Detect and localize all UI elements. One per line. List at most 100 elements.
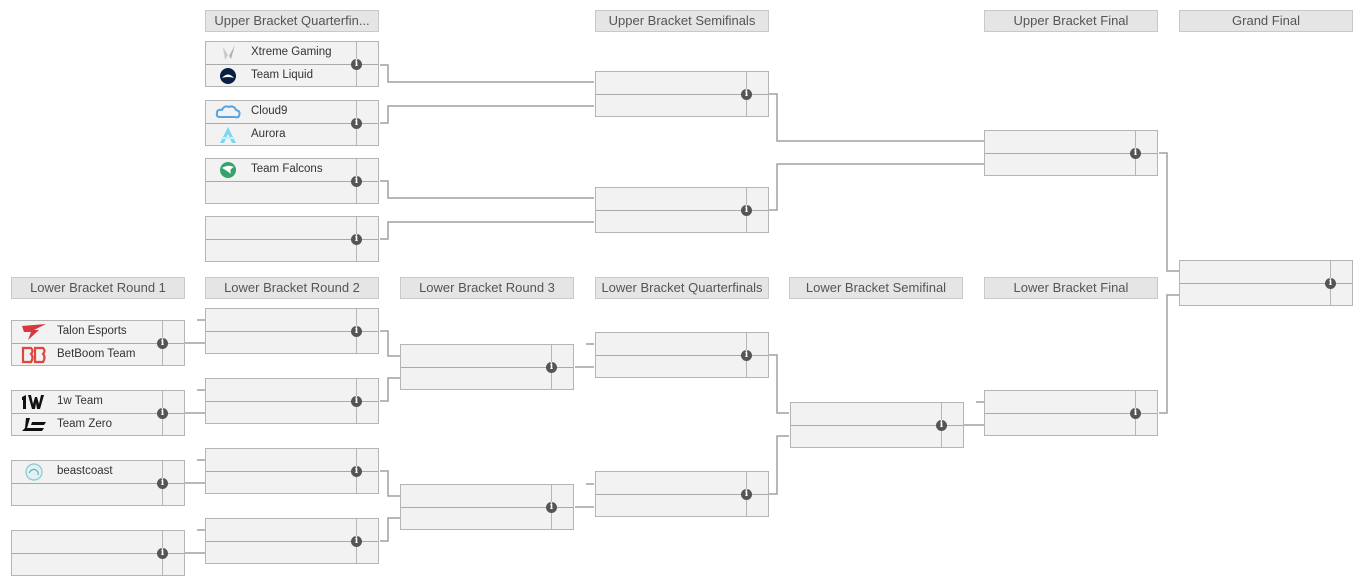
team-slot-empty[interactable] [596,495,746,517]
team-slot[interactable]: Team Zero [12,414,162,436]
aurora-logo [220,127,236,143]
info-icon[interactable]: i [157,548,168,559]
match-upper-qf-4: i [205,216,379,262]
match-lower-qf-1: i [595,332,769,378]
team-slot-empty[interactable] [206,542,356,564]
match-lower-r1-2: 1w Team Team Zero i [11,390,185,436]
team-slot-empty[interactable] [206,449,356,471]
team-slot-empty[interactable] [206,240,356,262]
team-slot-empty[interactable] [596,356,746,378]
info-icon[interactable]: i [351,176,362,187]
info-icon[interactable]: i [741,489,752,500]
round-header-upper-semifinals: Upper Bracket Semifinals [595,10,769,32]
betboom-logo [21,346,46,364]
team-slot-empty[interactable] [985,154,1135,176]
team-slot-empty[interactable] [206,217,356,239]
team-slot-empty[interactable] [206,519,356,541]
team-slot-empty[interactable] [401,368,551,390]
team-slot[interactable]: 1w Team [12,391,162,413]
info-icon[interactable]: i [741,350,752,361]
team-slot[interactable]: Team Falcons [206,159,356,181]
info-icon[interactable]: i [351,118,362,129]
info-icon[interactable]: i [1130,408,1141,419]
info-icon[interactable]: i [351,234,362,245]
xtreme-gaming-logo [223,45,235,60]
team-slot-empty[interactable] [596,72,746,94]
team-slot-empty[interactable] [401,485,551,507]
info-icon[interactable]: i [351,326,362,337]
team-slot-empty[interactable] [596,472,746,494]
match-upper-qf-2: Cloud9 Aurora i [205,100,379,146]
match-lower-r1-3: beastcoast i [11,460,185,506]
match-upper-sf-1: i [595,71,769,117]
info-icon[interactable]: i [546,502,557,513]
team-slot-empty[interactable] [596,188,746,210]
match-lower-r1-4: i [11,530,185,576]
team-slot-empty[interactable] [12,484,162,506]
team-slot-empty[interactable] [596,211,746,233]
match-lower-semifinal: i [790,402,964,448]
team-slot[interactable]: Team Liquid [206,65,356,87]
team-slot-empty[interactable] [12,531,162,553]
team-name: Team Zero [57,418,112,430]
team-slot-empty[interactable] [206,472,356,494]
round-header-lower-semifinal: Lower Bracket Semifinal [789,277,963,299]
team-slot-empty[interactable] [791,426,941,448]
match-grand-final: i [1179,260,1353,306]
info-icon[interactable]: i [1130,148,1141,159]
team-slot-empty[interactable] [206,379,356,401]
match-lower-qf-2: i [595,471,769,517]
team-slot[interactable]: Aurora [206,124,356,146]
team-falcons-logo [220,162,236,178]
match-lower-r2-3: i [205,448,379,494]
team-slot-empty[interactable] [401,508,551,530]
match-upper-qf-1: Xtreme Gaming Team Liquid i [205,41,379,87]
team-slot-empty[interactable] [206,309,356,331]
team-name: beastcoast [57,465,113,477]
info-icon[interactable]: i [936,420,947,431]
round-header-lower-round-2: Lower Bracket Round 2 [205,277,379,299]
team-slot-empty[interactable] [596,95,746,117]
team-slot-empty[interactable] [1180,261,1330,283]
info-icon[interactable]: i [351,396,362,407]
round-header-grand-final: Grand Final [1179,10,1353,32]
info-icon[interactable]: i [546,362,557,373]
1w-team-logo [22,395,44,409]
team-slot-empty[interactable] [12,554,162,576]
match-upper-qf-3: Team Falcons i [205,158,379,204]
team-slot-empty[interactable] [206,332,356,354]
team-slot-empty[interactable] [596,333,746,355]
match-lower-r1-1: Talon Esports BetBoom Team i [11,320,185,366]
info-icon[interactable]: i [157,338,168,349]
team-name: Talon Esports [57,325,127,337]
talon-esports-logo [22,324,46,340]
team-slot-empty[interactable] [985,414,1135,436]
team-slot-empty[interactable] [985,131,1135,153]
info-icon[interactable]: i [157,408,168,419]
round-header-lower-quarterfinals: Lower Bracket Quarterfinals [595,277,769,299]
team-slot[interactable]: Xtreme Gaming [206,42,356,64]
info-icon[interactable]: i [741,205,752,216]
beastcoast-logo [25,463,43,481]
cloud9-logo [215,105,241,119]
info-icon[interactable]: i [1325,278,1336,289]
team-slot-empty[interactable] [206,182,356,204]
team-slot[interactable]: BetBoom Team [12,344,162,366]
info-icon[interactable]: i [351,59,362,70]
round-header-upper-quarterfinals: Upper Bracket Quarterfin... [205,10,379,32]
team-liquid-logo [220,68,236,84]
team-slot[interactable]: Cloud9 [206,101,356,123]
team-slot[interactable]: beastcoast [12,461,162,483]
team-slot[interactable]: Talon Esports [12,321,162,343]
info-icon[interactable]: i [157,478,168,489]
team-slot-empty[interactable] [985,391,1135,413]
team-name: BetBoom Team [57,348,136,360]
team-zero-logo [22,418,46,431]
info-icon[interactable]: i [351,536,362,547]
info-icon[interactable]: i [741,89,752,100]
info-icon[interactable]: i [351,466,362,477]
team-slot-empty[interactable] [401,345,551,367]
team-slot-empty[interactable] [791,403,941,425]
team-slot-empty[interactable] [1180,284,1330,306]
team-slot-empty[interactable] [206,402,356,424]
